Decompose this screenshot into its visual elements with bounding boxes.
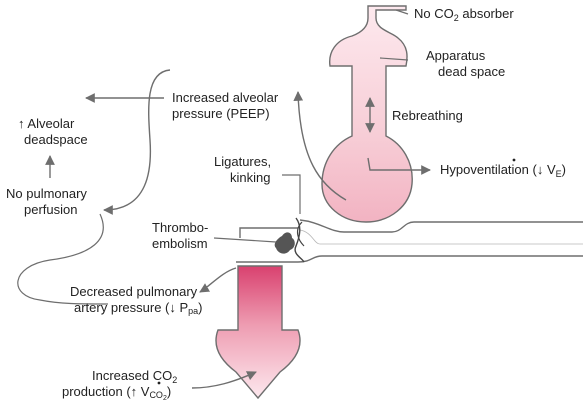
label-decreased-pap-1: Decreased pulmonary xyxy=(70,284,198,299)
label-increased-alveolar-pressure-2: pressure (PEEP) xyxy=(172,106,270,121)
hypoventilation-dot xyxy=(512,158,516,162)
embolism-curve xyxy=(17,213,109,305)
airway-tube-top xyxy=(239,227,298,238)
airway-tube-inner xyxy=(299,229,583,245)
thrombus-shape xyxy=(274,232,295,254)
label-no-pulmonary-perfusion-1: No pulmonary xyxy=(6,186,87,201)
label-no-pulmonary-perfusion-2: perfusion xyxy=(24,202,77,217)
ligature-loop xyxy=(296,221,305,247)
ligatures-pointer xyxy=(282,174,301,214)
label-apparatus-dead-space-1: Apparatus xyxy=(426,48,486,63)
thromboembolism-pointer xyxy=(213,237,277,243)
label-alveolar-deadspace-2: deadspace xyxy=(24,132,88,147)
decreased-pressure-arrow xyxy=(199,267,237,293)
label-ligatures-1: Ligatures, xyxy=(214,154,271,169)
absorber-pointer xyxy=(395,9,409,15)
label-thromboembolism-2: embolism xyxy=(152,236,208,251)
label-rebreathing: Rebreathing xyxy=(392,108,463,123)
label-ligatures-2: kinking xyxy=(230,170,270,185)
apparatus-connector xyxy=(299,219,583,233)
label-hypoventilation: Hypoventilation (↓ VE) xyxy=(440,162,566,179)
hypoventilation-arrow xyxy=(367,157,431,175)
label-increased-co2-2: production (↑ VCO2) xyxy=(62,384,171,402)
pulmonary-artery-arrow xyxy=(215,265,301,400)
peep-arrow xyxy=(293,91,347,201)
label-increased-co2-1: Increased CO2 xyxy=(92,368,177,385)
airway-tube-bottom xyxy=(236,255,583,263)
label-alveolar-deadspace-1: ↑ Alveolar xyxy=(18,116,75,131)
perfusion-curve xyxy=(103,69,171,215)
dead-space-pointer xyxy=(379,57,409,61)
label-decreased-pap-2: artery pressure (↓ Ppa) xyxy=(74,300,203,316)
label-no-co2-absorber: No CO2 absorber xyxy=(414,6,514,23)
co2-production-arrow xyxy=(191,371,257,389)
label-increased-alveolar-pressure-1: Increased alveolar xyxy=(172,90,279,105)
label-thromboembolism-1: Thrombo- xyxy=(152,220,208,235)
co2-dot xyxy=(157,381,161,385)
label-apparatus-dead-space-2: dead space xyxy=(438,64,505,79)
